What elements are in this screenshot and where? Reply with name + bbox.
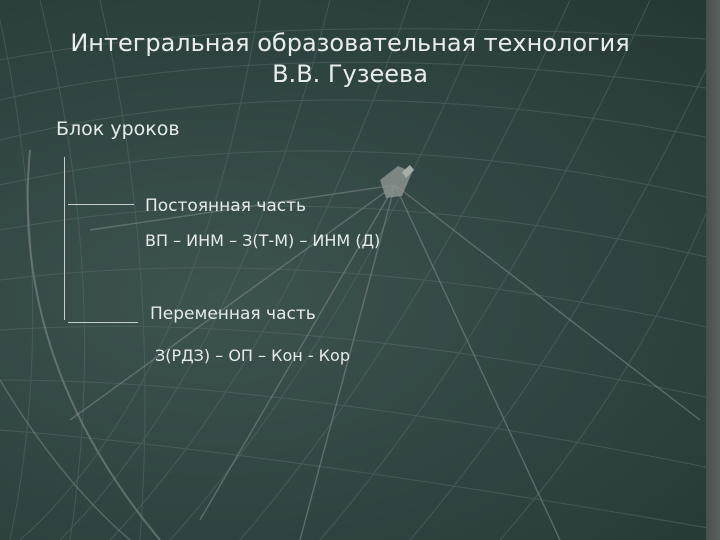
slide-title-line-1: Интегральная образовательная технология [70, 29, 630, 57]
bracket-branch-constant [68, 204, 134, 205]
slide-title-line-2: В.В. Гузеева [272, 60, 428, 88]
right-edge-band [706, 0, 720, 540]
bracket-branch-variable [68, 322, 138, 323]
constant-part-sequence: ВП – ИНМ – З(Т-М) – ИНМ (Д) [145, 231, 381, 250]
variable-part-label: Переменная часть [150, 304, 316, 324]
block-label: Блок уроков [56, 118, 180, 140]
variable-part-sequence: З(РДЗ) – ОП – Кон - Кор [155, 346, 350, 365]
bracket-vertical-line [64, 157, 65, 320]
constant-part-label: Постоянная часть [145, 196, 307, 216]
